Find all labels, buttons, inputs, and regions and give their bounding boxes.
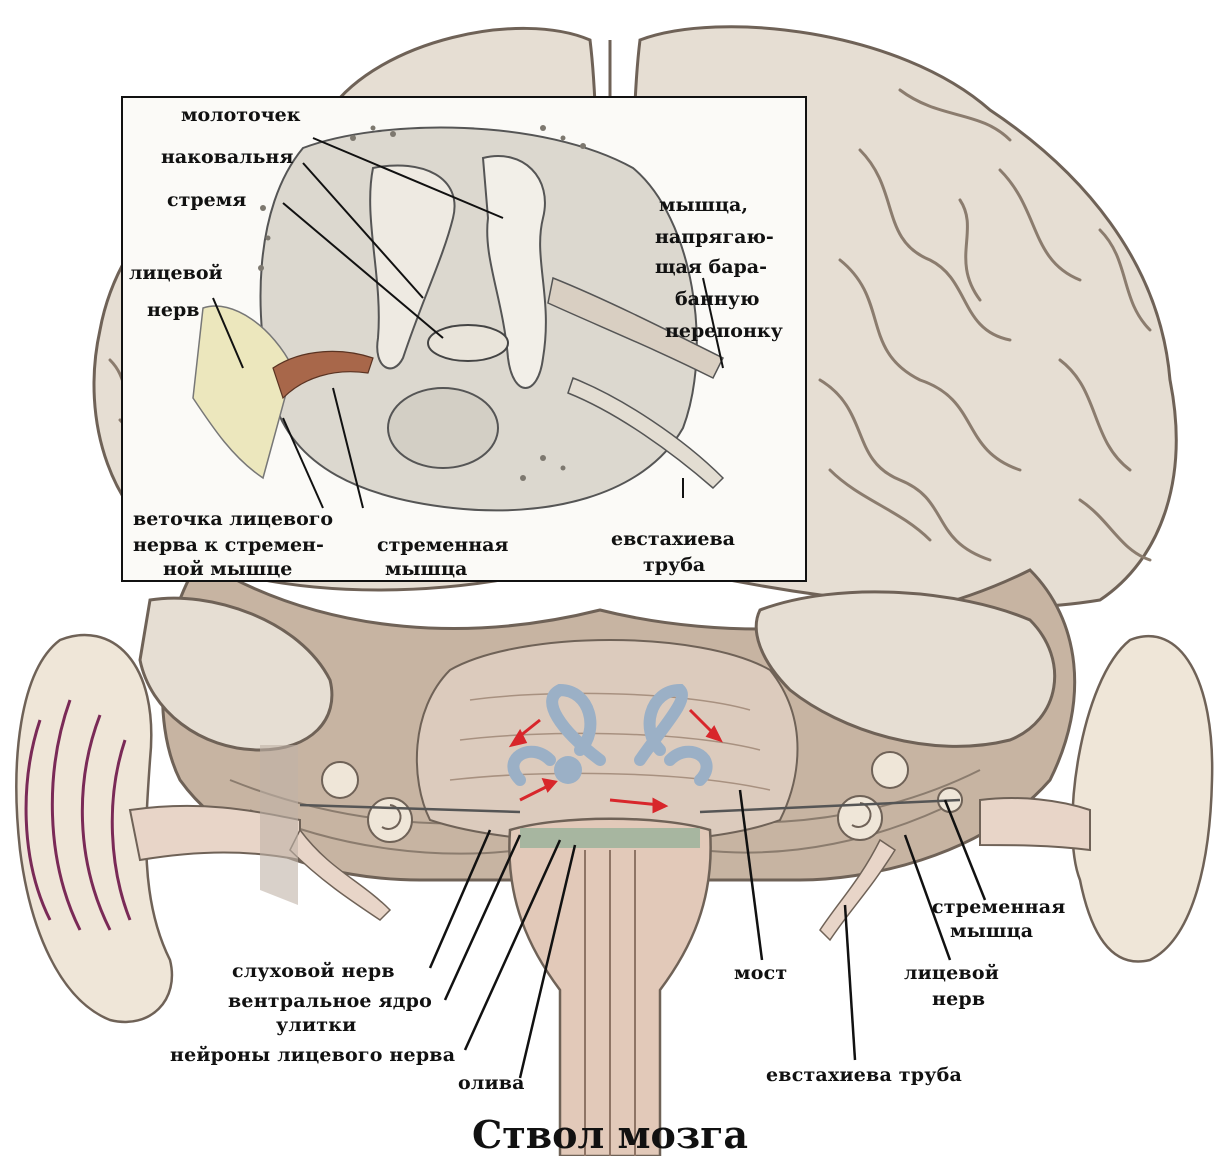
label-malleus: молоточек (181, 104, 300, 126)
label-ventral-nucleus-2: улитки (276, 1014, 356, 1036)
label-ventral-nucleus-1: вентральное ядро (228, 990, 432, 1012)
label-stapedius-1: стременная (932, 896, 1065, 918)
label-facial-nerve-1: лицевой (129, 262, 223, 284)
label-stapes: стремя (167, 189, 246, 211)
label-pons: мост (734, 962, 787, 984)
label-eustachian-inset-2: труба (643, 554, 705, 576)
green-band (520, 828, 700, 848)
label-facial-neurons: нейроны лицевого нерва (170, 1044, 455, 1066)
label-tensor-tympani-1: мышца, (659, 194, 748, 216)
page-title: Ствол мозга (0, 1112, 1220, 1157)
label-auditory-nerve: слуховой нерв (232, 960, 395, 982)
label-incus: наковальня (161, 146, 293, 168)
label-tensor-tympani-4: банную (675, 288, 759, 310)
label-stapedius-inset-2: мышца (385, 558, 467, 580)
label-olive: олива (458, 1072, 525, 1094)
label-facial-nerve-main-2: нерв (932, 988, 985, 1010)
label-stapedius-inset-1: стременная (377, 534, 508, 556)
label-tensor-tympani-5: перепонку (665, 320, 783, 342)
label-branch-3: ной мышце (163, 558, 292, 580)
label-eustachian-main: евстахиева труба (766, 1064, 962, 1086)
label-stapedius-2: мышца (950, 920, 1033, 942)
label-branch-2: нерва к стремен- (133, 534, 324, 556)
pons (417, 640, 798, 843)
label-tensor-tympani-2: напрягаю- (655, 226, 774, 248)
label-branch-1: веточка лицевого (133, 508, 333, 530)
label-tensor-tympani-3: щая бара- (655, 256, 767, 278)
label-facial-nerve-main-1: лицевой (904, 962, 999, 984)
label-facial-nerve-2: нерв (147, 299, 199, 321)
middle-ear-inset: молоточек наковальня стремя лицевой нерв… (121, 96, 807, 582)
label-eustachian-inset-1: евстахиева (611, 528, 735, 550)
